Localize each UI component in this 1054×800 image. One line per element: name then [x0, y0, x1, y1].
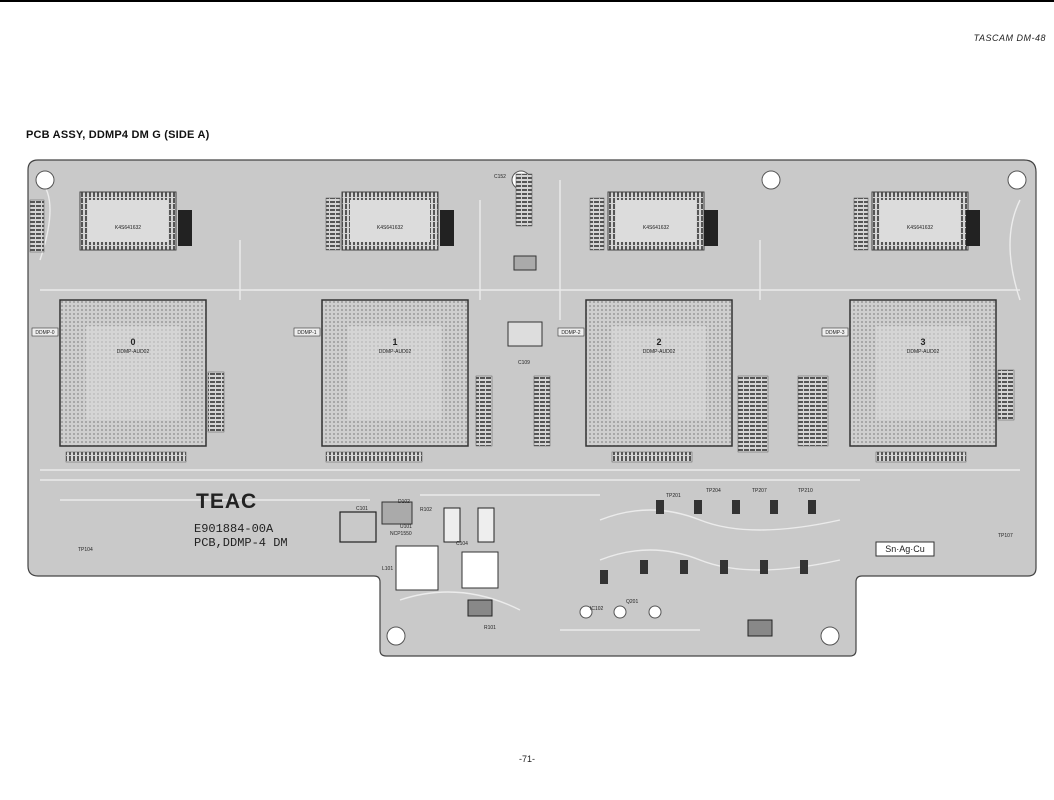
chip-name-0: DDMP-AUD02: [117, 349, 150, 355]
ram-label-0: K4S641632: [115, 225, 141, 231]
chip-label-0: 0: [130, 337, 135, 347]
comp-tp107: TP107: [998, 533, 1013, 539]
comp-q201: Q201: [626, 599, 638, 605]
bus-label-0: DDMP-0: [35, 330, 54, 336]
chip-name-2: DDMP-AUD02: [643, 349, 676, 355]
comp-tp104: TP104: [78, 547, 93, 553]
comp-tp210: TP210: [798, 488, 813, 494]
board-name: PCB,DDMP-4 DM: [194, 536, 288, 550]
component-labels: C101 D102 R102 U101 NCP1550 L101 C104 TP…: [78, 174, 1013, 631]
comp-c101: C101: [356, 506, 368, 512]
solder-mark: Sn·Ag·Cu: [885, 544, 925, 554]
bus-label-3: DDMP-3: [825, 330, 844, 336]
header-model: TASCAM DM-48: [973, 33, 1046, 43]
chip-group-2: K4S641632 2 DDMP-AUD02 DDMP-2: [557, 191, 769, 463]
chip-name-1: DDMP-AUD02: [379, 349, 412, 355]
comp-c152: C152: [494, 174, 506, 180]
comp-l101: L101: [382, 566, 393, 572]
ram-label-3: K4S641632: [907, 225, 933, 231]
solder-mark-box: [875, 541, 935, 557]
traces: [39, 179, 1021, 631]
chip-label-3: 3: [920, 337, 925, 347]
bus-label-2: DDMP-2: [561, 330, 580, 336]
comp-tp201: TP201: [666, 493, 681, 499]
comp-r101: R101: [484, 625, 496, 631]
analog-section: [600, 500, 816, 584]
comp-r102: R102: [420, 507, 432, 513]
comp-d102: D102: [398, 499, 410, 505]
ram-label-1: K4S641632: [377, 225, 403, 231]
chip-group-0: K4S641632 0 DDMP-AUD02 DDMP-0: [29, 191, 225, 463]
ram-label-2: K4S641632: [643, 225, 669, 231]
comp-tp204: TP204: [706, 488, 721, 494]
board-outline: [27, 159, 1037, 657]
top-rule: [0, 0, 1054, 2]
page-number: -71-: [518, 754, 535, 764]
chip-group-1: K4S641632 1 DDMP-AUD02 DDMP-1: [293, 191, 469, 463]
brand-logo: TEAC: [196, 490, 257, 513]
comp-c109: C109: [518, 360, 530, 366]
page-title: PCB ASSY, DDMP4 DM G (SIDE A): [26, 129, 210, 141]
comp-c104: C104: [456, 541, 468, 547]
chip-name-3: DDMP-AUD02: [907, 349, 940, 355]
resistor-arrays: [475, 173, 829, 447]
comp-tp207: TP207: [752, 488, 767, 494]
comp-u101: U101: [400, 524, 412, 530]
part-number: E901884-00A: [194, 522, 274, 536]
chip-label-2: 2: [656, 337, 661, 347]
chip-label-1: 1: [392, 337, 397, 347]
comp-ncp1550: NCP1550: [390, 531, 412, 537]
chip-group-3: K4S641632 3 DDMP-AUD02 DDMP-3: [821, 191, 1015, 463]
power-section: [339, 501, 773, 637]
bus-label-1: DDMP-1: [297, 330, 316, 336]
comp-ic102: IC102: [590, 606, 604, 612]
